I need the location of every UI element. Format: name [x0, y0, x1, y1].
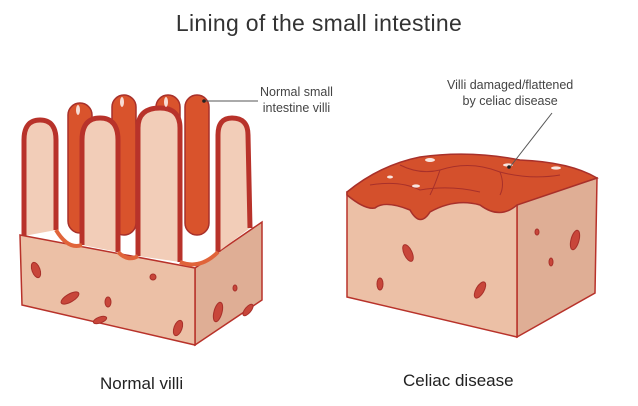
celiac-caption: Celiac disease	[403, 371, 514, 390]
celiac-label: Villi damaged/flattened by celiac diseas…	[447, 77, 573, 109]
normal-villi-label-line1: Normal small	[260, 85, 333, 99]
diagram-title: Lining of the small intestine	[175, 10, 463, 36]
normal-villi-illustration	[19, 94, 263, 347]
celiac-illustration	[346, 112, 599, 339]
normal-villi-caption: Normal villi	[100, 374, 184, 393]
normal-villi-label-line2: intestine villi	[262, 101, 331, 115]
celiac-label-line2: by celiac disease	[462, 94, 558, 108]
celiac-leader-line	[509, 112, 553, 168]
celiac-label-line1: Villi damaged/flattened	[447, 78, 574, 92]
normal-villi-label: Normal small intestine villi	[260, 84, 333, 116]
